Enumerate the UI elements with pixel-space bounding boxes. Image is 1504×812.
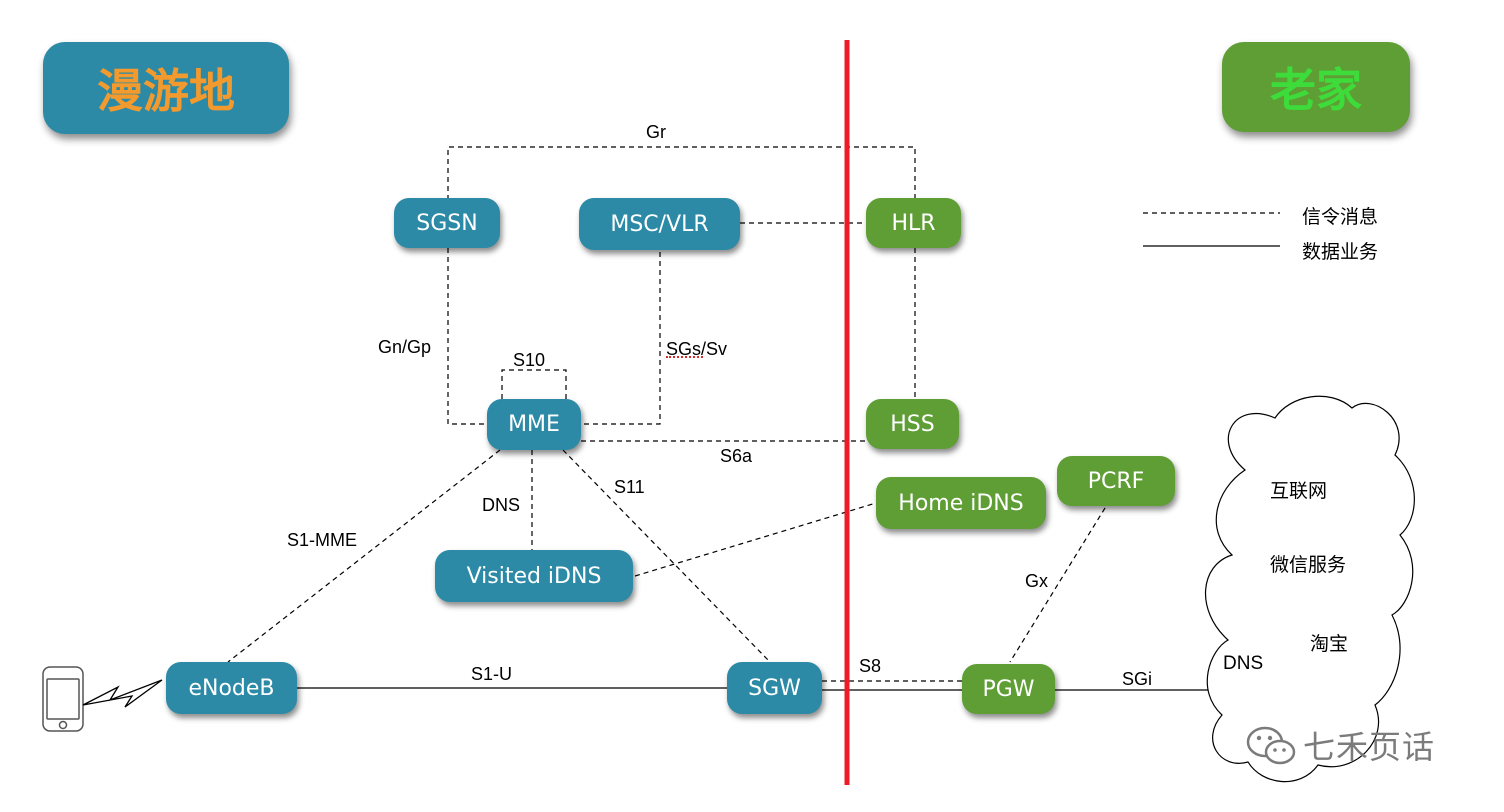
cloud-dns-label: DNS	[1223, 653, 1264, 674]
gx-label: Gx	[1025, 571, 1049, 591]
sgsn-label: SGSN	[416, 210, 478, 236]
hlr-label: HLR	[891, 210, 936, 236]
msc-vlr-label: MSC/VLR	[610, 211, 709, 237]
s8-label: S8	[859, 656, 882, 676]
enodeb-node[interactable]: eNodeB	[166, 662, 297, 714]
pcrf-label: PCRF	[1087, 468, 1145, 494]
roaming-region-header: 漫游地	[43, 42, 289, 134]
legend-signaling-label: 信令消息	[1302, 206, 1379, 228]
gr-label: Gr	[646, 122, 666, 142]
dns-link-label: DNS	[482, 495, 521, 515]
cloud-taobao-label: 淘宝	[1310, 633, 1349, 655]
s1-u-label: S1-U	[471, 664, 513, 684]
s11-label: S11	[614, 477, 645, 497]
sgsn-node[interactable]: SGSN	[394, 198, 500, 248]
wechat-watermark: 七禾页话	[1243, 720, 1473, 770]
home-idns-label: Home iDNS	[898, 490, 1024, 516]
s1-mme-link	[227, 449, 501, 663]
home-region-header: 老家	[1222, 42, 1410, 132]
s6a-label: S6a	[720, 446, 753, 466]
home-region-label: 老家	[1270, 63, 1362, 117]
pgw-label: PGW	[982, 676, 1035, 702]
roaming-region-label: 漫游地	[97, 64, 235, 118]
watermark-text: 七禾页话	[1303, 728, 1436, 766]
idns-link	[634, 502, 877, 577]
sgw-node[interactable]: SGW	[727, 662, 822, 714]
internet-cloud	[1205, 395, 1415, 783]
gn-gp-link	[447, 248, 487, 425]
pgw-node[interactable]: PGW	[962, 664, 1055, 714]
legend-data-label: 数据业务	[1302, 241, 1379, 263]
wechat-logo-icon	[1246, 726, 1296, 765]
mme-node[interactable]: MME	[487, 399, 581, 450]
gn-gp-label: Gn/Gp	[378, 337, 432, 357]
sgs-sv-link	[581, 252, 661, 425]
spellcheck-underline	[666, 356, 703, 358]
hss-label: HSS	[890, 411, 935, 437]
s10-label: S10	[513, 350, 546, 370]
gx-link	[1009, 507, 1106, 663]
msc-vlr-node[interactable]: MSC/VLR	[579, 198, 740, 250]
visited-idns-node[interactable]: Visited iDNS	[435, 550, 633, 602]
cloud-wechat-label: 微信服务	[1270, 554, 1347, 576]
enodeb-label: eNodeB	[188, 675, 275, 701]
visited-idns-label: Visited iDNS	[466, 563, 602, 589]
phone-icon	[42, 666, 84, 732]
s10-loop	[501, 369, 567, 399]
hss-node[interactable]: HSS	[866, 399, 959, 449]
sgi-label: SGi	[1122, 669, 1153, 689]
sgs-sv-label: SGs/Sv	[666, 339, 728, 359]
radio-link-icon	[82, 679, 163, 708]
mme-label: MME	[508, 412, 560, 437]
cloud-internet-label: 互联网	[1270, 480, 1328, 502]
sgw-label: SGW	[748, 675, 801, 701]
s11-link	[562, 449, 771, 663]
s1-mme-label: S1-MME	[287, 530, 358, 550]
pcrf-node[interactable]: PCRF	[1057, 456, 1175, 506]
hlr-node[interactable]: HLR	[866, 198, 961, 248]
home-idns-node[interactable]: Home iDNS	[876, 477, 1046, 529]
